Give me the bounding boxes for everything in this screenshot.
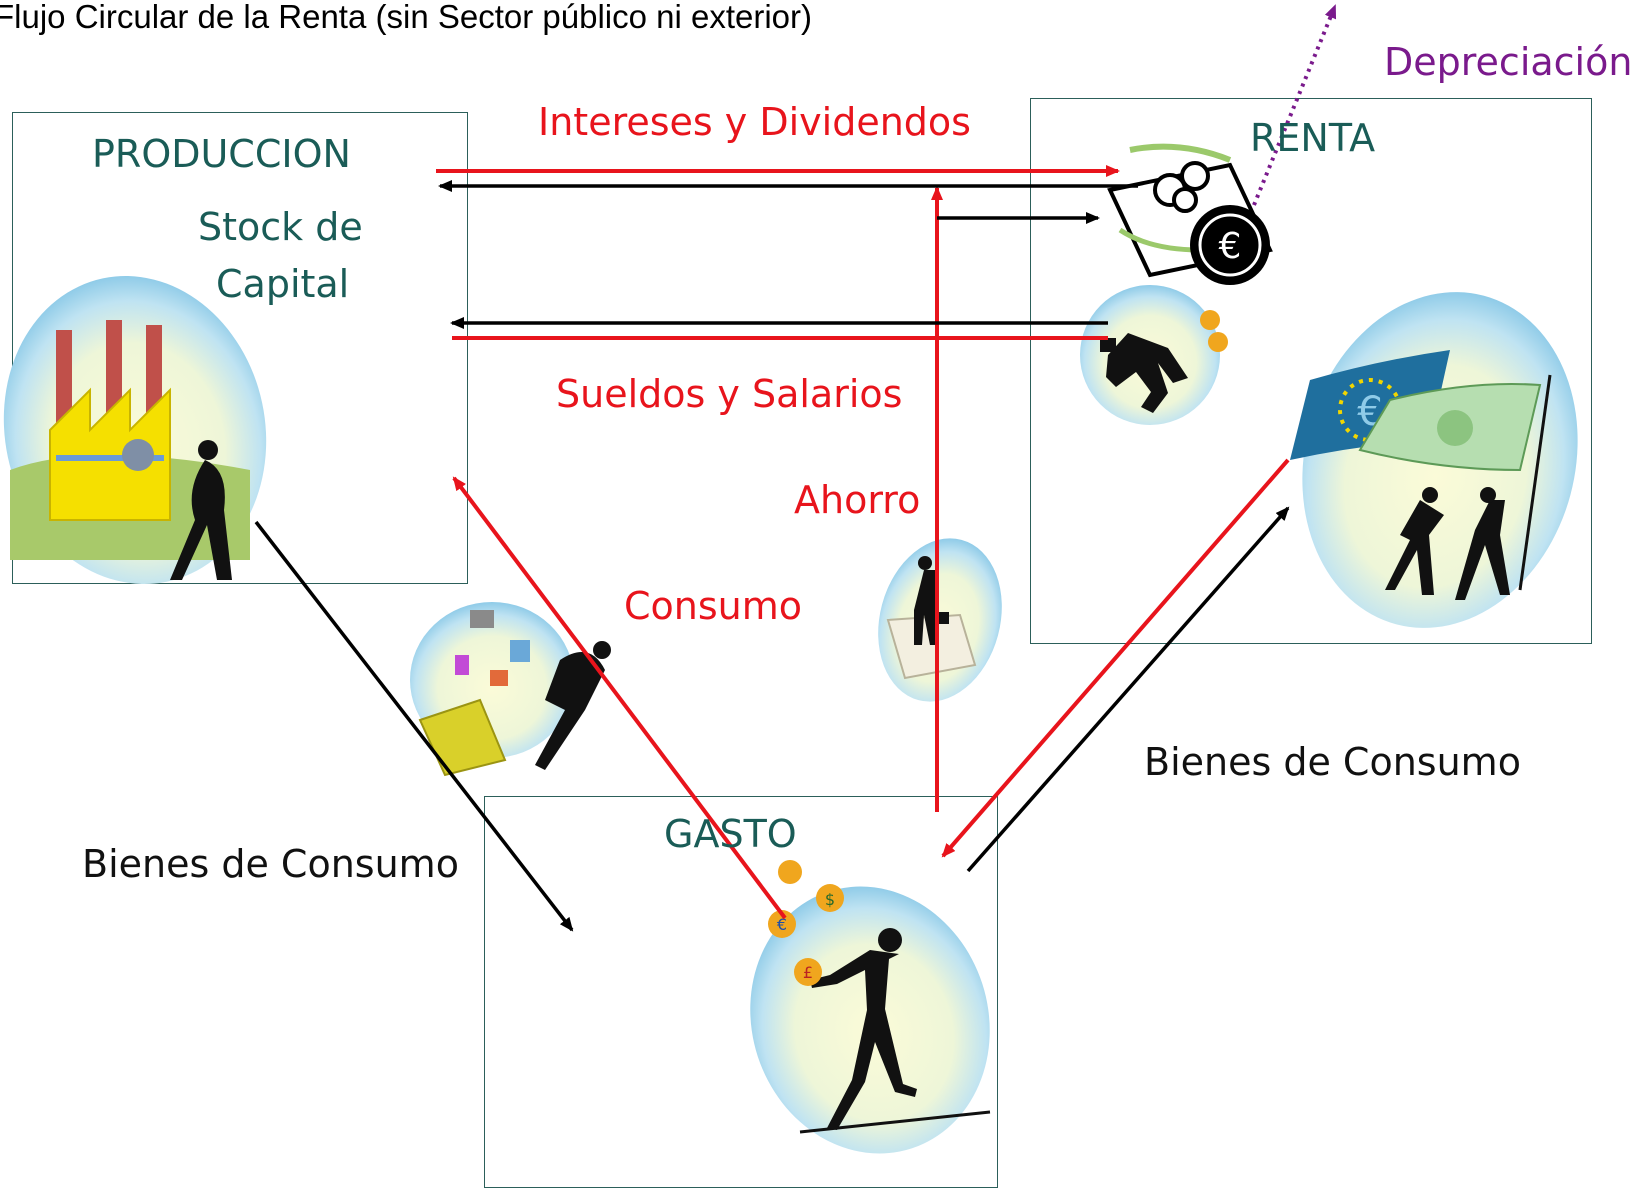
gasto-label: GASTO	[664, 812, 797, 856]
depreciacion-label: Depreciación	[1384, 40, 1633, 84]
arrow-depreciacion	[1252, 4, 1337, 206]
diagram-title: Flujo Circular de la Renta (sin Sector p…	[0, 0, 813, 35]
juggler-clipart: $ € £	[750, 860, 991, 1154]
sueldos-label: Sueldos y Salarios	[556, 372, 903, 416]
arrow-bienes-left	[254, 520, 574, 932]
arrow-renta-gasto	[941, 458, 1290, 858]
shopping-clipart	[410, 602, 611, 777]
renta-label: RENTA	[1250, 116, 1376, 160]
svg-text:$: $	[825, 890, 835, 909]
stock-capital-line2: Capital	[216, 262, 350, 306]
euro-money-clipart: €	[1107, 143, 1273, 285]
produccion-box	[12, 112, 468, 584]
renta-box	[1030, 98, 1592, 644]
flags-clipart: €	[1290, 292, 1578, 628]
factory-clipart	[3, 275, 267, 585]
produccion-label: PRODUCCION	[92, 132, 351, 176]
svg-text:€: €	[777, 915, 787, 934]
runner-clipart	[1080, 285, 1228, 425]
saver-clipart	[878, 538, 1002, 702]
bienes-consumo-left-label: Bienes de Consumo	[82, 842, 459, 886]
svg-text:£: £	[803, 963, 813, 982]
arrow-bienes-right	[966, 506, 1290, 873]
consumo-label: Consumo	[624, 584, 803, 628]
bienes-consumo-right-label: Bienes de Consumo	[1144, 740, 1521, 784]
arrow-consumo	[452, 476, 787, 920]
stock-capital-line1: Stock de	[198, 205, 363, 249]
svg-text:€: €	[1219, 226, 1242, 267]
ahorro-label: Ahorro	[794, 478, 921, 522]
intereses-label: Intereses y Dividendos	[538, 100, 971, 144]
